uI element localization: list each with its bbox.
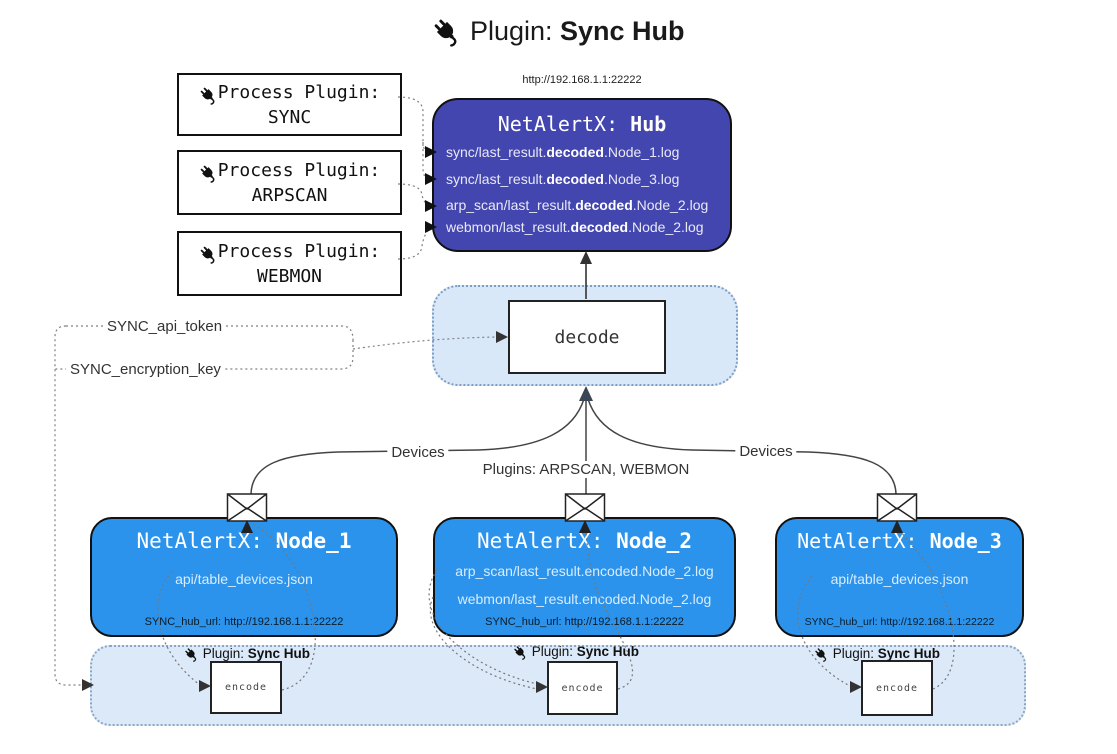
encode-box: encode (547, 661, 618, 715)
decode-label: decode (554, 326, 620, 348)
node-file: arp_scan/last_result.encoded.Node_2.log (455, 563, 714, 579)
process-plugin-box-sync: Process Plugin: SYNC (177, 73, 402, 136)
process-plugin-name: SYNC (267, 106, 312, 128)
decode-box: decode (508, 300, 666, 374)
process-plugin-label: Process Plugin: (217, 159, 381, 181)
encode-label: encode (224, 682, 268, 693)
plug-icon (199, 86, 218, 105)
node-title: NetAlertX: Node_2 (477, 529, 692, 553)
process-plugin-label: Process Plugin: (217, 81, 381, 103)
title-prefix: Plugin: (469, 16, 561, 46)
node-hub-url: SYNC_hub_url: http://192.168.1.1:22222 (144, 616, 344, 628)
node-hub-url: SYNC_hub_url: http://192.168.1.1:22222 (804, 616, 995, 628)
hub-log-line: arp_scan/last_result.decoded.Node_2.log (446, 197, 709, 213)
page-title: Plugin: Sync Hub (0, 16, 1117, 47)
title-bold: Sync Hub (560, 16, 685, 46)
node-box-node3: NetAlertX: Node_3 api/table_devices.json… (775, 517, 1024, 637)
encode-box: encode (210, 661, 282, 714)
hub-title: NetAlertX: Hub (497, 112, 667, 136)
node-title: NetAlertX: Node_3 (797, 529, 1002, 553)
node-box-node1: NetAlertX: Node_1 api/table_devices.json… (90, 517, 398, 637)
hub-url: http://192.168.1.1:22222 (522, 74, 642, 86)
hub-log-line: sync/last_result.decoded.Node_1.log (446, 144, 680, 160)
process-plugin-box-webmon: Process Plugin: WEBMON (177, 231, 402, 296)
hub-box: NetAlertX: Hub sync/last_result.decoded.… (432, 98, 732, 252)
node-hub-url: SYNC_hub_url: http://192.168.1.1:22222 (485, 616, 684, 628)
node-file: api/table_devices.json (830, 571, 969, 587)
node-box-node2: NetAlertX: Node_2 arp_scan/last_result.e… (433, 517, 736, 637)
process-plugin-name: ARPSCAN (251, 184, 328, 206)
plug-icon (199, 245, 218, 264)
process-plugin-box-arpscan: Process Plugin: ARPSCAN (177, 150, 402, 215)
hub-log-line: webmon/last_result.decoded.Node_2.log (446, 219, 704, 235)
encode-label: encode (561, 682, 604, 694)
node-file: api/table_devices.json (175, 571, 313, 587)
plug-icon (432, 17, 462, 47)
node-file: webmon/last_result.encoded.Node_2.log (457, 591, 712, 607)
process-plugin-label: Process Plugin: (217, 240, 381, 262)
hub-log-line: sync/last_result.decoded.Node_3.log (446, 171, 680, 187)
encode-label: encode (875, 682, 919, 694)
node-title: NetAlertX: Node_1 (136, 529, 352, 553)
plug-icon (199, 164, 218, 183)
process-plugin-name: WEBMON (256, 265, 323, 287)
encode-box: encode (861, 660, 933, 716)
